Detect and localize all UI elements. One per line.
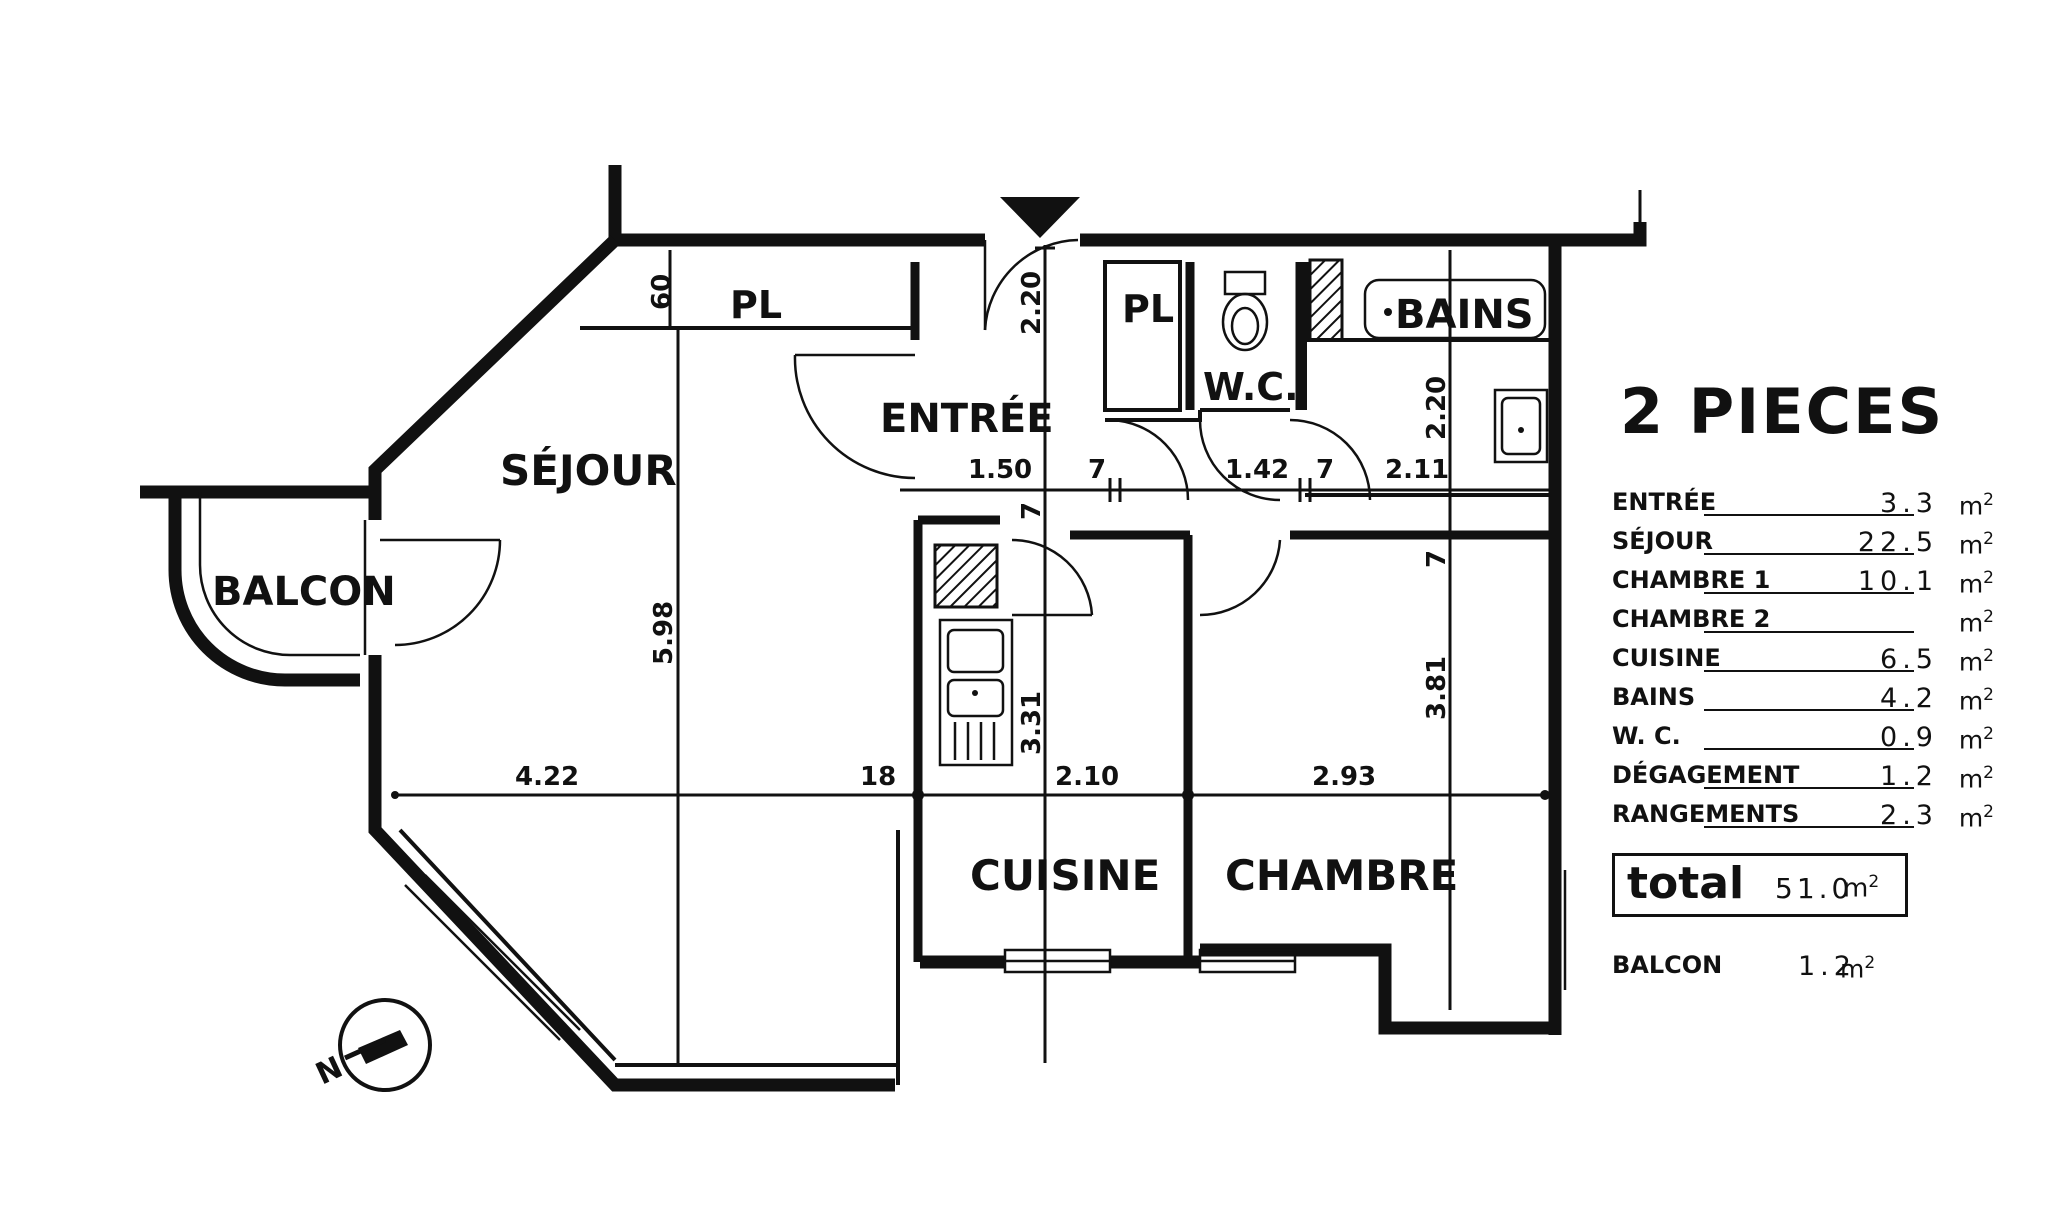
- dimension-598: 5.98: [649, 601, 679, 665]
- total-value: 51.0: [1775, 872, 1854, 905]
- dimension-293: 2.93: [1312, 762, 1376, 792]
- legend-balcon-label: BALCON: [1612, 951, 1723, 979]
- kitchen-sink-icon: [938, 618, 1014, 767]
- room-label-bains: BAINS: [1395, 292, 1534, 338]
- legend-row-leader: [1704, 631, 1914, 633]
- dimension-7-a: 7: [1088, 455, 1106, 485]
- toilet-icon: [1221, 270, 1269, 352]
- north-arrow-icon: [338, 998, 432, 1092]
- dimension-7-d: 7: [1422, 550, 1452, 568]
- legend-row: SÉJOUR 22.5 m2: [1612, 523, 2012, 562]
- windows: [404, 870, 1567, 1041]
- ducts: [933, 258, 1344, 609]
- legend-row-unit: m2: [1958, 646, 1994, 677]
- legend-row-unit: m2: [1958, 529, 1994, 560]
- legend-row-name: CHAMBRE 1: [1612, 566, 1771, 594]
- legend-row-value: 0.9: [1880, 722, 1938, 753]
- legend-row-name: BAINS: [1612, 683, 1696, 711]
- washbasin-icon: [1493, 388, 1549, 464]
- dimension-331: 3.31: [1017, 691, 1047, 755]
- legend-row-name: SÉJOUR: [1612, 527, 1713, 555]
- legend-row: CHAMBRE 2 m2: [1612, 601, 2012, 640]
- dimension-7-c: 7: [1017, 502, 1047, 520]
- exterior-walls: [140, 165, 1647, 1092]
- dimension-220-entry: 2.20: [1017, 271, 1047, 335]
- legend-row-value: 10.1: [1857, 566, 1938, 597]
- dimension-210: 2.10: [1055, 762, 1119, 792]
- legend-row-value: 3.3: [1880, 488, 1938, 519]
- room-label-pl-1: PL: [730, 283, 782, 327]
- dimension-211: 2.11: [1385, 455, 1449, 485]
- room-label-wc: W.C.: [1203, 365, 1299, 409]
- dimension-060: 60: [647, 274, 677, 310]
- legend-row-unit: m2: [1958, 607, 1994, 638]
- dimension-lines: [391, 245, 1555, 1063]
- doors: [380, 238, 1372, 647]
- fixtures: [938, 270, 1549, 767]
- legend-row-value: 6.5: [1880, 644, 1938, 675]
- legend-balcon-value: 1.2: [1798, 951, 1856, 982]
- legend-row-value: 22.5: [1857, 527, 1938, 558]
- legend-row-unit: m2: [1958, 490, 1994, 521]
- legend-row-unit: m2: [1958, 763, 1994, 794]
- legend-row-leader: [1704, 670, 1914, 672]
- legend-row-leader: [1704, 826, 1914, 828]
- legend-row-leader: [1704, 748, 1914, 750]
- legend-row-leader: [1704, 787, 1914, 789]
- room-label-balcon: BALCON: [212, 569, 396, 615]
- dimension-7-b: 7: [1316, 455, 1334, 485]
- legend-row: BAINS 4.2 m2: [1612, 679, 2012, 718]
- balcony: [168, 492, 367, 687]
- legend-row: CHAMBRE 1 10.1 m2: [1612, 562, 2012, 601]
- legend-row: CUISINE 6.5 m2: [1612, 640, 2012, 679]
- legend-row-name: DÉGAGEMENT: [1612, 761, 1800, 789]
- legend-row-unit: m2: [1958, 802, 1994, 833]
- legend-row-leader: [1704, 709, 1914, 711]
- legend-row-value: 4.2: [1880, 683, 1938, 714]
- dimension-18: 18: [860, 762, 896, 792]
- total-box: total 51.0 m2: [1612, 853, 1908, 917]
- room-label-cuisine: CUISINE: [970, 851, 1160, 900]
- bathtub-icon: [1363, 278, 1547, 340]
- total-unit: m2: [1843, 872, 1880, 904]
- legend-row-unit: m2: [1958, 685, 1994, 716]
- legend-row-name: CUISINE: [1612, 644, 1721, 672]
- entry-arrow-icon: [1000, 197, 1080, 238]
- legend-row-name: W. C.: [1612, 722, 1681, 750]
- total-label: total: [1627, 858, 1745, 909]
- legend-row-name: RANGEMENTS: [1612, 800, 1800, 828]
- dimension-381: 3.81: [1422, 656, 1452, 720]
- legend-row-unit: m2: [1958, 568, 1994, 599]
- legend-balcon-row: BALCON 1.2 m2: [1612, 947, 2012, 983]
- room-label-chambre: CHAMBRE: [1225, 851, 1458, 900]
- legend-row: ENTRÉE 3.3 m2: [1612, 484, 2012, 523]
- legend-row-unit: m2: [1958, 724, 1994, 755]
- legend-row: W. C. 0.9 m2: [1612, 718, 2012, 757]
- legend-row-value: 2.3: [1880, 800, 1938, 831]
- legend-row-name: CHAMBRE 2: [1612, 605, 1771, 633]
- dimension-422: 4.22: [515, 762, 579, 792]
- legend-title: 2 PIECES: [1620, 375, 1945, 448]
- room-label-pl-2: PL: [1122, 287, 1174, 331]
- legend-row-value: 1.2: [1880, 761, 1938, 792]
- dimension-142: 1.42: [1225, 455, 1289, 485]
- dimension-150: 1.50: [968, 455, 1032, 485]
- room-label-entree: ENTRÉE: [880, 394, 1054, 442]
- legend-row-leader: [1704, 514, 1914, 516]
- dimension-220-bains: 2.20: [1422, 376, 1452, 440]
- room-label-sejour: SÉJOUR: [500, 445, 677, 495]
- legend-balcon-unit: m2: [1840, 953, 1876, 984]
- legend-row-leader: [1704, 553, 1914, 555]
- legend-row-name: ENTRÉE: [1612, 488, 1717, 516]
- legend-row-leader: [1704, 592, 1914, 594]
- legend-row: DÉGAGEMENT 1.2 m2: [1612, 757, 2012, 796]
- interior-walls: [398, 260, 1555, 1085]
- legend-row: RANGEMENTS 2.3 m2: [1612, 796, 2012, 835]
